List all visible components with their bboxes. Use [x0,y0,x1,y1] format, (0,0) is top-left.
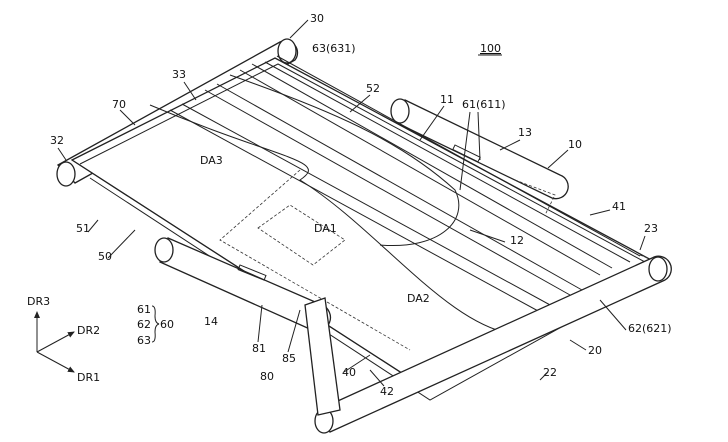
display-plate [70,55,666,401]
roller-13 [390,98,569,200]
axis-dr2: DR2 [77,324,100,337]
label-42: 42 [380,385,394,398]
label-33: 33 [172,68,186,81]
label-63-631: 63(631) [312,42,356,55]
label-DA1: DA1 [314,222,337,235]
label-DA2: DA2 [407,292,430,305]
label-61-611: 61(611) [462,98,506,111]
label-81: 81 [252,342,266,355]
label-30: 30 [310,12,324,25]
axis-dr1: DR1 [77,371,100,384]
label-70: 70 [112,98,126,111]
label-62-621: 62(621) [628,322,672,335]
label-12: 12 [510,234,524,247]
label-11: 11 [440,93,454,106]
legend-63: 63 [137,334,151,347]
label-52: 52 [366,82,380,95]
label-80: 80 [260,370,274,383]
label-40: 40 [342,366,356,379]
reference-labels: 30 100 63(631) 33 52 11 61(611) 70 13 10… [50,12,672,398]
label-51: 51 [76,222,90,235]
label-10: 10 [568,138,582,151]
direction-axes: DR3 DR2 DR1 [27,295,100,384]
label-32: 32 [50,134,64,147]
label-14: 14 [204,315,218,328]
axis-dr3: DR3 [27,295,50,308]
label-100: 100 [480,42,501,55]
legend-60-label: 60 [160,318,174,331]
label-50: 50 [98,250,112,263]
label-23: 23 [644,222,658,235]
label-22: 22 [543,366,557,379]
roller-22 [304,255,672,434]
legend-60: 61 62 63 60 [137,303,174,347]
label-DA3: DA3 [200,154,223,167]
label-20: 20 [588,344,602,357]
legend-62: 62 [137,318,151,331]
label-41: 41 [612,200,626,213]
legend-61: 61 [137,303,151,316]
label-85: 85 [282,352,296,365]
label-13: 13 [518,126,532,139]
